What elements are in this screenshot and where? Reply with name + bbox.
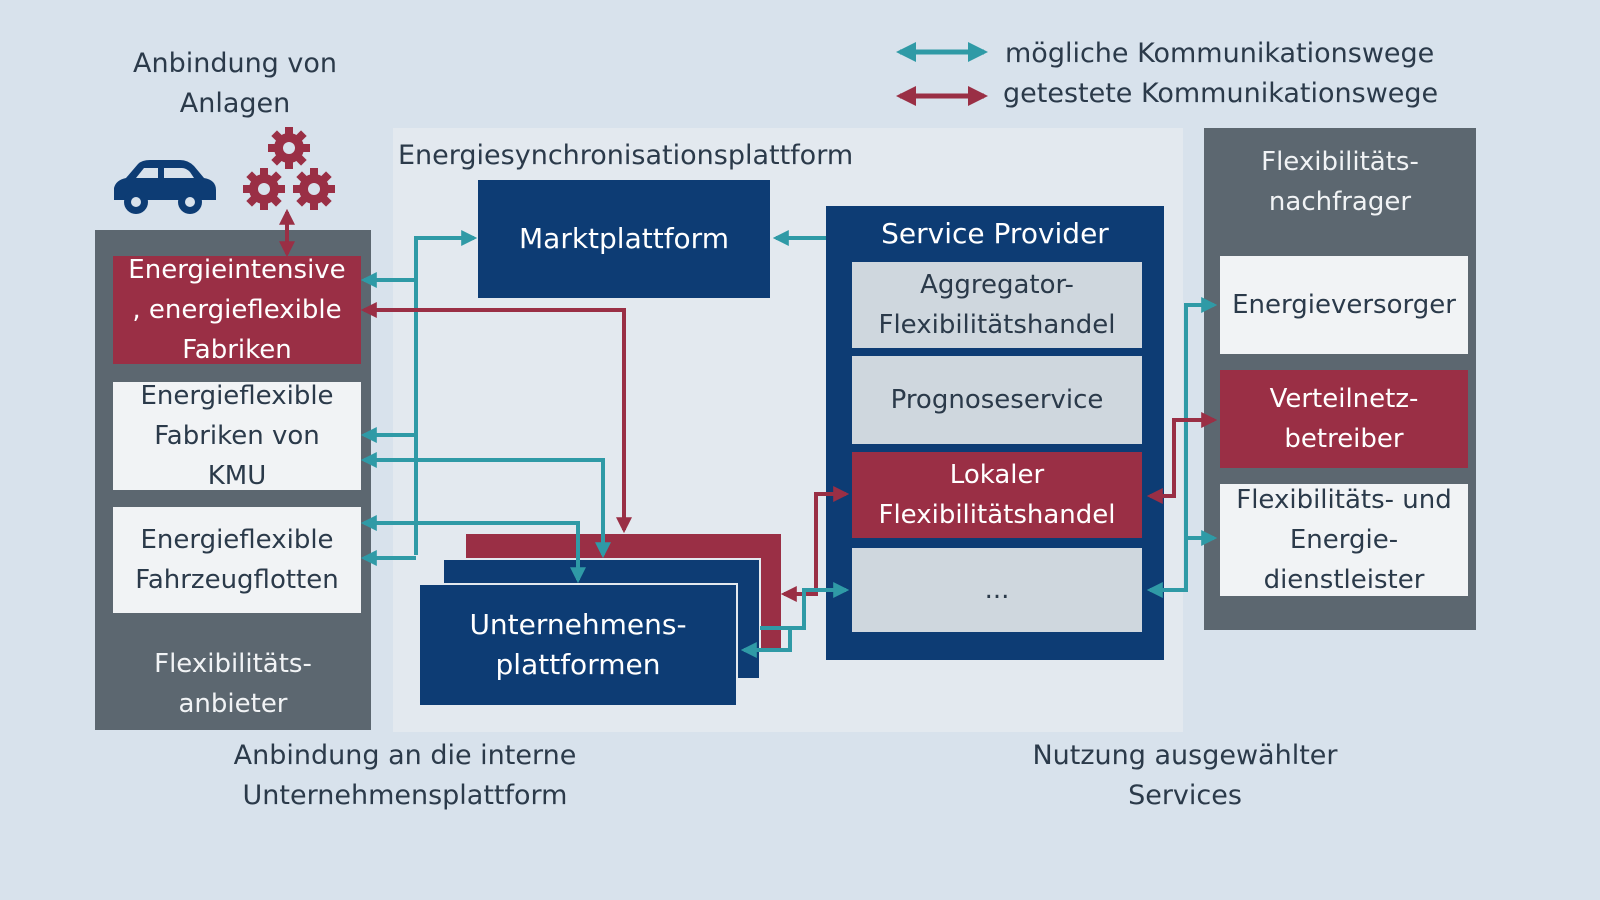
right-item-3-line1: Flexibilitäts- und xyxy=(1236,485,1452,515)
market-platform-box[interactable]: Marktplattform xyxy=(478,180,770,298)
gears-icon xyxy=(242,126,342,218)
right-item-1-line1: Energieversorger xyxy=(1232,290,1456,320)
service-aggregator-flex-trading[interactable]: Aggregator- Flexibilitätshandel xyxy=(852,262,1142,348)
service-forecast[interactable]: Prognoseservice xyxy=(852,356,1142,444)
bottom-left-caption-line2: Unternehmensplattform xyxy=(242,780,568,811)
arrow-grid-local-trading xyxy=(1146,412,1218,504)
attach-devices-caption-line1: Anbindung von xyxy=(132,48,338,79)
arrow-company-service-more xyxy=(760,582,850,630)
arrow-company-service-more-2 xyxy=(740,628,792,658)
left-item-vehicle-fleets[interactable]: Energieflexible Fahrzeugflotten xyxy=(113,507,361,613)
legend: mögliche Kommunikationswege getestete Ko… xyxy=(890,30,1490,120)
bottom-right-caption-line2: Services xyxy=(1128,780,1242,811)
left-item-3-line1: Energieflexible xyxy=(140,525,334,555)
service-3-line2: Flexibilitätshandel xyxy=(878,500,1116,530)
right-item-flex-energy-service-providers[interactable]: Flexibilitäts- und Energie- dienstleiste… xyxy=(1220,484,1468,596)
right-item-distribution-grid-operator[interactable]: Verteilnetz- betreiber xyxy=(1220,370,1468,468)
market-platform-label: Marktplattform xyxy=(519,222,729,255)
right-item-3-line2: Energie- xyxy=(1289,525,1399,555)
service-1-line2: Flexibilitätshandel xyxy=(878,310,1116,340)
left-item-sme-factories[interactable]: Energieflexible Fabriken von KMU xyxy=(113,381,361,491)
arrow-factory-company-tested xyxy=(360,302,632,534)
left-panel-footer-line1: Flexibilitäts- xyxy=(154,649,312,679)
arrow-company-local-trading xyxy=(780,486,850,602)
right-item-2-line2: betreiber xyxy=(1284,424,1404,454)
service-3-line1: Lokaler xyxy=(949,460,1045,490)
right-panel-header-line1: Flexibilitäts- xyxy=(1261,147,1419,177)
legend-tested-label: getestete Kommunikationswege xyxy=(1003,78,1439,109)
right-item-2-line1: Verteilnetz- xyxy=(1269,384,1419,414)
company-platforms-line2: plattformen xyxy=(495,648,661,681)
left-item-energy-intensive-factories[interactable]: Energieintensive , energieflexible Fabri… xyxy=(113,255,361,365)
service-1-line1: Aggregator- xyxy=(920,270,1074,300)
right-panel-header: Flexibilitäts- nachfrager xyxy=(1204,140,1476,224)
arrow-sme-company xyxy=(360,452,611,559)
left-item-1-line2: , energieflexible xyxy=(132,295,342,325)
right-item-energy-supplier[interactable]: Energieversorger xyxy=(1220,256,1468,354)
bottom-right-caption-line1: Nutzung ausgewählter xyxy=(1032,740,1338,771)
company-platforms-line1: Unternehmens- xyxy=(469,608,687,641)
service-provider-title: Service Provider xyxy=(881,217,1109,250)
bottom-left-caption: Anbindung an die interne Unternehmenspla… xyxy=(200,736,610,816)
service-local-flex-trading[interactable]: Lokaler Flexibilitätshandel xyxy=(852,452,1142,538)
car-icon xyxy=(108,158,220,218)
left-item-2-line2: Fabriken von xyxy=(154,421,320,451)
left-item-2-line3: KMU xyxy=(207,461,267,491)
right-panel-header-line2: nachfrager xyxy=(1268,187,1412,217)
right-item-3-line3: dienstleister xyxy=(1263,565,1425,595)
legend-possible-label: mögliche Kommunikationswege xyxy=(1005,38,1435,69)
left-item-2-line1: Energieflexible xyxy=(140,381,334,411)
attach-devices-caption-line2: Anlagen xyxy=(179,88,291,119)
arrow-bus-to-market xyxy=(414,230,478,555)
platform-title: Energiesynchronisationsplattform xyxy=(398,140,854,171)
service-4-line1: ... xyxy=(984,575,1010,605)
left-panel-footer: Flexibilitäts- anbieter xyxy=(95,642,371,726)
left-item-1-line3: Fabriken xyxy=(182,335,292,365)
bottom-right-caption: Nutzung ausgewählter Services xyxy=(1000,736,1370,816)
service-2-line1: Prognoseservice xyxy=(890,385,1104,415)
bottom-left-caption-line1: Anbindung an die interne xyxy=(233,740,577,771)
service-more[interactable]: ... xyxy=(852,548,1142,632)
left-item-3-line2: Fahrzeugflotten xyxy=(135,565,339,595)
arrow-fleet-company xyxy=(360,515,586,584)
arrow-right-bus xyxy=(1146,297,1218,598)
left-item-1-line1: Energieintensive xyxy=(128,255,346,285)
left-panel-footer-line2: anbieter xyxy=(178,689,288,719)
attach-devices-caption: Anbindung von Anlagen xyxy=(100,44,370,124)
company-platforms-box[interactable]: Unternehmens- plattformen xyxy=(420,583,738,705)
